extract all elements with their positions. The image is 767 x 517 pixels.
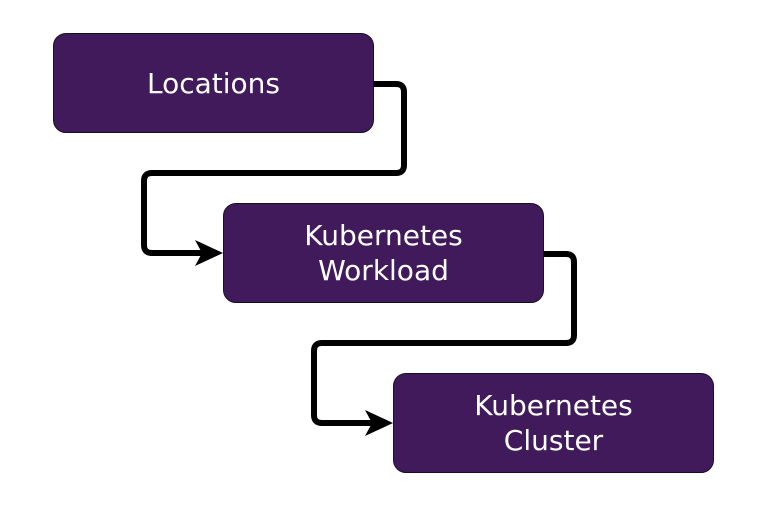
connector-workload-to-cluster [311, 251, 577, 426]
node-locations: Locations [53, 33, 374, 133]
arrowhead-cluster [365, 410, 393, 436]
arrowhead-workload [195, 240, 223, 266]
connector-locations-to-workload [141, 81, 407, 256]
node-kubernetes-cluster: Kubernetes Cluster [393, 373, 714, 473]
node-kubernetes-workload: Kubernetes Workload [223, 203, 544, 303]
